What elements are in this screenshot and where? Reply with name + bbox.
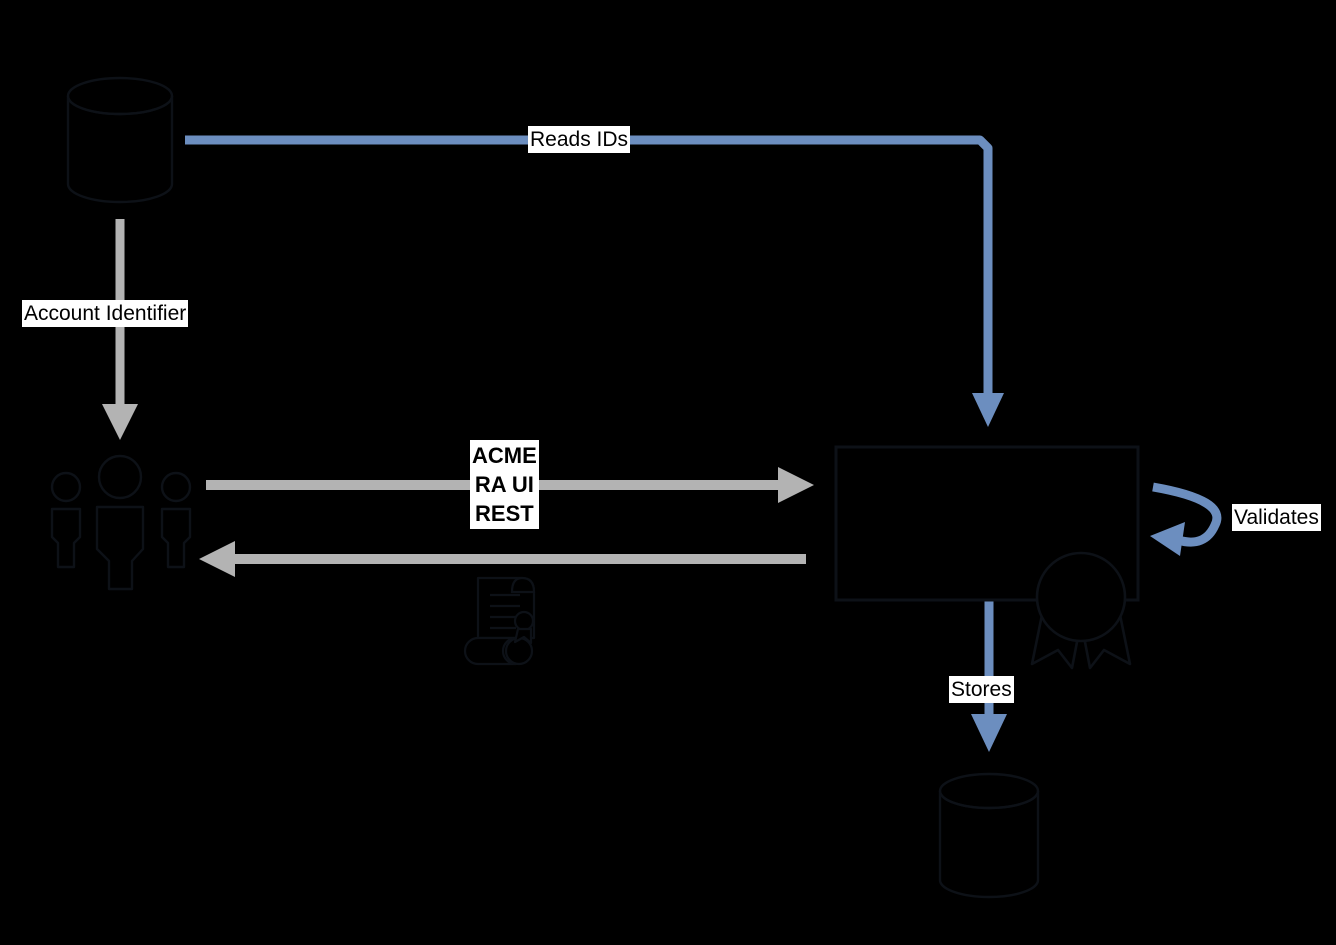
node-target-database[interactable] <box>938 772 1040 899</box>
node-certificate-badge[interactable] <box>1030 551 1132 670</box>
node-users-actors[interactable] <box>50 454 192 591</box>
edge-label-stores: Stores <box>949 676 1014 703</box>
edge-label-acme-ra-ui-rest: ACME RA UI REST <box>470 440 539 529</box>
node-certificate-document[interactable] <box>463 576 536 666</box>
node-source-database[interactable] <box>66 76 174 204</box>
edge-response-return[interactable] <box>199 541 806 577</box>
edge-account-identifier[interactable] <box>102 219 138 440</box>
edge-label-reads-ids: Reads IDs <box>528 126 631 153</box>
edge-validates[interactable] <box>1150 482 1222 556</box>
edge-reads-ids[interactable] <box>185 135 1004 427</box>
edge-label-account-identifier: Account Identifier <box>22 300 189 327</box>
edge-label-validates: Validates <box>1232 504 1321 531</box>
